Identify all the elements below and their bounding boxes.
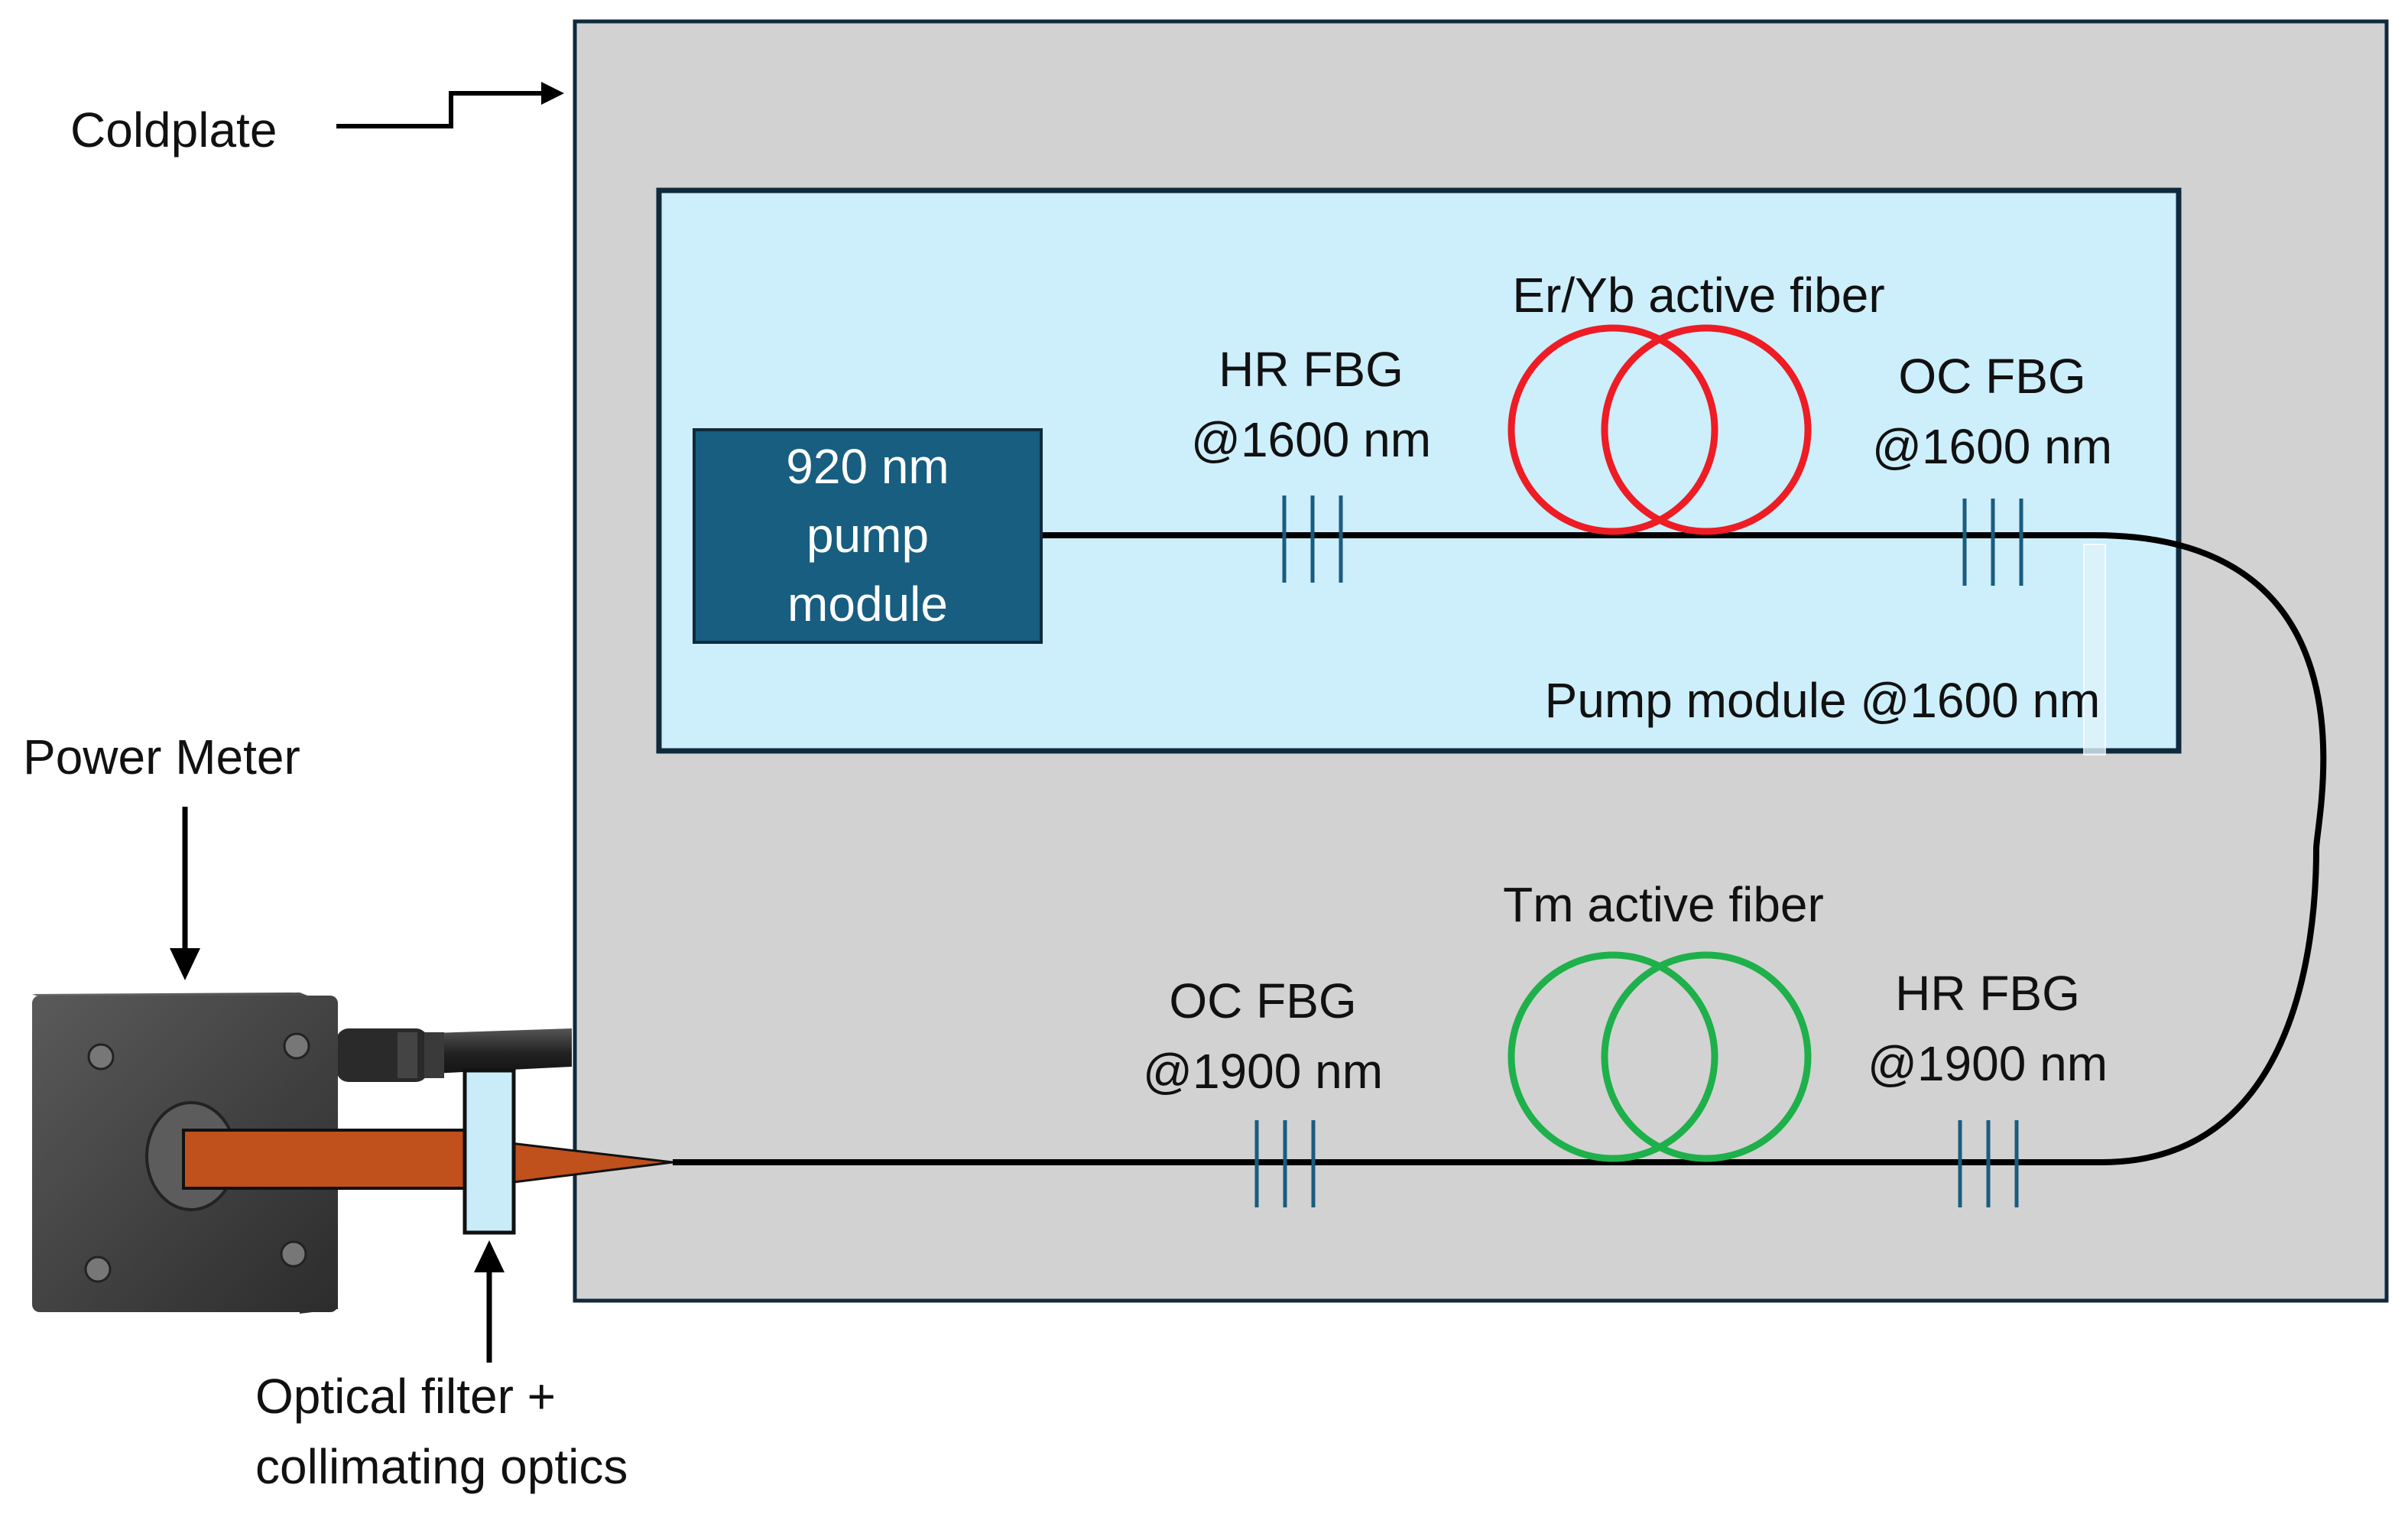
tm-fiber-coil (1507, 951, 1812, 1162)
optical-filter-icon (462, 1068, 516, 1235)
oc-fbg-1600-label-2: @1600 nm (1872, 419, 2112, 474)
hr-fbg-1900-grating (1958, 1120, 2019, 1207)
power-meter-arrowhead (170, 948, 200, 980)
hr-fbg-1900-label-2: @1900 nm (1868, 1036, 2108, 1091)
oc-fbg-1900-label-2: @1900 nm (1143, 1044, 1383, 1099)
hr-fbg-1600-label-1: HR FBG (1219, 342, 1404, 397)
coldplate-arrowhead (541, 82, 564, 105)
hr-fbg-1600-label-2: @1600 nm (1191, 412, 1431, 467)
fiber-loop (673, 532, 2327, 1165)
hr-fbg-1900-label-1: HR FBG (1895, 966, 2080, 1021)
output-beam (182, 1129, 673, 1190)
oc-fbg-1600-label-1: OC FBG (1898, 349, 2085, 404)
coldplate-arrow (336, 91, 547, 128)
power-meter-label: Power Meter (23, 729, 300, 785)
optics-label-2: collimating optics (255, 1439, 628, 1494)
oc-fbg-1900-grating (1254, 1120, 1316, 1207)
pump-module-920 (693, 428, 1043, 644)
optics-arrowhead (474, 1240, 505, 1272)
er-yb-fiber-label: Er/Yb active fiber (1512, 268, 1884, 323)
oc-fbg-1900-label-1: OC FBG (1169, 973, 1356, 1028)
pump-module-1600-label: Pump module @1600 nm (1545, 673, 2101, 728)
pump-module-920-label-1: 920 nm (786, 439, 949, 494)
optics-label-1: Optical filter + (255, 1369, 556, 1424)
fiber-passthrough (2083, 544, 2106, 755)
pump-module-920-label-2: pump (806, 508, 929, 563)
oc-fbg-1600-grating (1962, 499, 2023, 586)
coldplate-label: Coldplate (70, 102, 277, 158)
tm-fiber-label: Tm active fiber (1503, 877, 1824, 932)
pump-module-920-label-3: module (787, 577, 948, 632)
hr-fbg-1600-grating (1282, 495, 1343, 583)
er-yb-fiber-coil (1507, 324, 1812, 535)
